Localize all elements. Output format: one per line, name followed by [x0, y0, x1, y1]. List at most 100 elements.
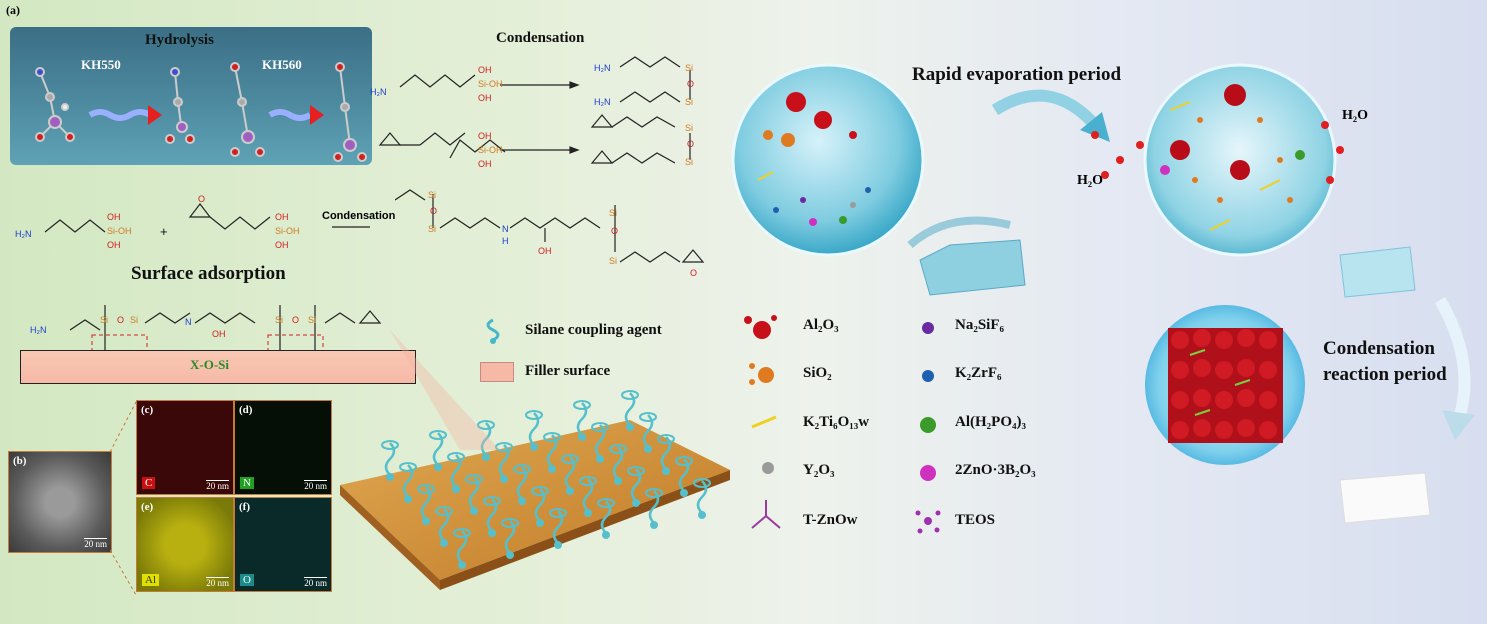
- rapid-evaporation-label: Rapid evaporation period: [912, 64, 1122, 85]
- o-text-5: O: [611, 226, 618, 236]
- sem-image: (b) 20 nm: [8, 451, 112, 553]
- si-text-10: Si: [130, 315, 138, 325]
- legend-k2ti6o13w: K₂Ti₆O₁₃w: [803, 414, 870, 430]
- h2n-text-2: H₂N: [594, 63, 611, 73]
- o-text-1: O: [687, 79, 694, 89]
- filler-plate-illustration: [340, 390, 730, 590]
- si-text-11: Si: [275, 315, 283, 325]
- silane-agent: [399, 462, 417, 503]
- evaporation-block: [1339, 246, 1416, 298]
- eds-scale-o: 20 nm: [304, 577, 327, 588]
- o-text-8: O: [292, 315, 299, 325]
- mixture-block: [907, 216, 1026, 296]
- h2o-molecules-left: [1091, 131, 1144, 179]
- oh-text-5: OH: [107, 212, 121, 222]
- silane-agent: [429, 430, 447, 471]
- silane-agent: [657, 434, 675, 475]
- molecule-kh550-hydrolyzed: [165, 67, 195, 144]
- si-oh-text-4: Si-OH: [275, 226, 300, 236]
- silane-agent: [639, 412, 657, 453]
- silane-agent: [465, 474, 483, 515]
- hydrolysis-arrow-1: [88, 105, 162, 125]
- eds-tag-al: Al: [142, 574, 159, 586]
- legend-na2sif6: Na₂SiF₆: [955, 317, 1004, 333]
- eds-scale-al: 20 nm: [206, 577, 229, 588]
- eds-map-al: (e) Al 20 nm: [136, 497, 234, 592]
- eds-map-c: (c) C 20 nm: [136, 400, 234, 495]
- filler-surface-bar: [20, 350, 416, 384]
- silane-agent: [447, 452, 465, 493]
- oh-text-10: OH: [212, 329, 226, 339]
- evaporation-sphere: [1143, 63, 1337, 257]
- silane-agent: [627, 466, 645, 507]
- silane-agent: [549, 508, 567, 549]
- silane-agent: [495, 442, 513, 483]
- molecule-kh560: [230, 62, 265, 157]
- si-text-5: Si: [428, 190, 436, 200]
- silane-agent: [417, 484, 435, 525]
- silane-agent: [525, 410, 543, 451]
- eds-map-n: (d) N 20 nm: [234, 400, 332, 495]
- eds-tag-c: C: [142, 477, 156, 489]
- oh-text-7: OH: [275, 212, 289, 222]
- silane-agent: [621, 390, 639, 431]
- h2n-text-4: H₂N: [15, 229, 32, 239]
- condensation-scheme: H₂N OH Si-OH OH OH Si-OH OH H₂N H₂N Si O…: [370, 56, 694, 169]
- si-oh-text-2: Si-OH: [478, 145, 503, 155]
- si-text-9: Si: [100, 315, 108, 325]
- silane-agent: [435, 506, 453, 547]
- legend-sio2: SiO₂: [803, 365, 832, 381]
- surface-adsorption-title: Surface adsorption: [131, 263, 286, 284]
- reaction-line-2: H₂N OH Si-OH OH + O OH Si-OH OH: [15, 194, 370, 250]
- eds-scale-n: 20 nm: [304, 480, 327, 491]
- si-text-2: Si: [685, 97, 693, 107]
- filler-surface-swatch: [480, 362, 514, 382]
- silane-agent: [609, 444, 627, 485]
- h2n-text-6: H₂N: [30, 325, 47, 335]
- panel-label-b: (b): [13, 455, 27, 467]
- h2o-label-left: H₂O: [1077, 173, 1103, 188]
- panel-label-c: (c): [141, 404, 154, 416]
- hydrolysis-box: Hydrolysis KH550 KH560: [10, 27, 372, 165]
- condensation-period-label-2: reaction period: [1323, 364, 1447, 385]
- silane-agent: [453, 528, 471, 569]
- process-arrow-1: [991, 89, 1110, 142]
- kh550-structure: [378, 56, 691, 164]
- silane-agent: [477, 420, 495, 461]
- kh550-label: KH550: [81, 57, 121, 72]
- silane-agent: [573, 400, 591, 441]
- si-text-1: Si: [685, 63, 693, 73]
- process-arrow-2: [1434, 296, 1475, 440]
- legend-y2o3: Y₂O₃: [803, 462, 835, 478]
- panel-label-f: (f): [239, 501, 250, 513]
- sem-scale-bar: 20 nm: [84, 538, 107, 549]
- silane-agent: [561, 454, 579, 495]
- silane-agent: [591, 422, 609, 463]
- panel-label-d: (d): [239, 404, 253, 416]
- o-text-3: O: [198, 194, 205, 204]
- znob-icon: [920, 465, 936, 481]
- condensation-arrow-label: Condensation: [322, 210, 396, 222]
- legend-teos: TEOS: [955, 512, 996, 528]
- sio2-icon: [749, 363, 774, 385]
- alh2po4-icon: [920, 417, 936, 433]
- o-text-4: O: [430, 206, 437, 216]
- filler-surface-label: Filler surface: [525, 363, 611, 379]
- o-text-2: O: [687, 139, 694, 149]
- t-znow-icon: [751, 500, 781, 529]
- si-text-8: Si: [609, 256, 617, 266]
- si-text-7: Si: [609, 208, 617, 218]
- teos-icon: [915, 510, 941, 534]
- oh-text-4: OH: [478, 159, 492, 169]
- zoom-lines: [110, 401, 136, 596]
- legend-2zno3b2o3: 2ZnO·3B₂O₃: [955, 462, 1036, 478]
- si-oh-text-3: Si-OH: [107, 226, 132, 236]
- silane-agents-on-plate: [381, 390, 711, 569]
- mixture-sphere: [731, 63, 925, 257]
- oh-text-9: OH: [538, 246, 552, 256]
- y2o3-icon: [762, 462, 774, 474]
- h2n-text-1: H₂N: [370, 87, 387, 97]
- plus-sign: +: [160, 224, 168, 239]
- h2n-text-3: H₂N: [594, 97, 611, 107]
- h2o-label-right: H₂O: [1342, 108, 1368, 123]
